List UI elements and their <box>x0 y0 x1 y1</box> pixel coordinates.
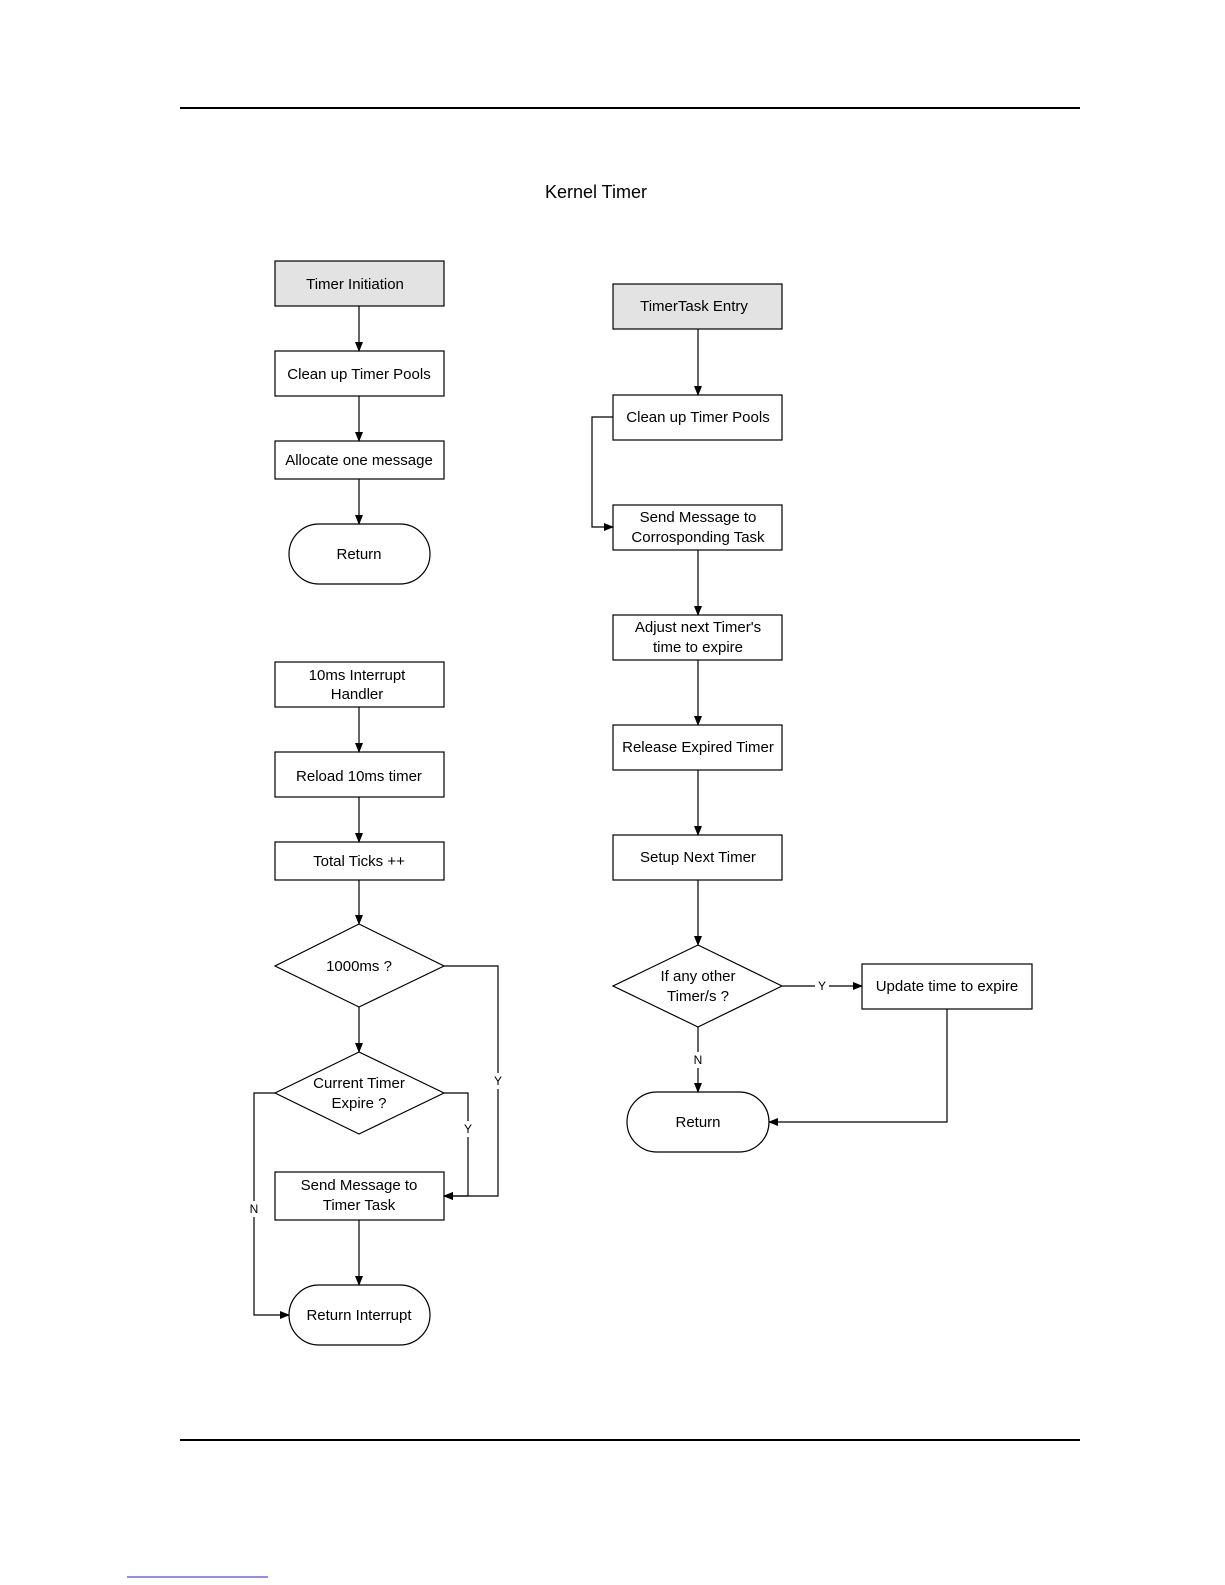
current-timer-expire-line-1: Current Timer <box>313 1075 405 1092</box>
svg-text:Clean up Timer Pools: Clean up Timer Pools <box>626 409 769 426</box>
node-return-interrupt: Return Interrupt <box>288 1284 431 1346</box>
edge-label-any-other-yes: Y <box>818 979 826 993</box>
node-reload-10ms-timer: Reload 10ms timer <box>274 751 445 798</box>
decision-current-timer-expire: Current Timer Expire ? <box>273 1051 446 1135</box>
node-total-ticks: Total Ticks ++ <box>274 841 445 881</box>
any-other-timers-line-1: If any other <box>660 968 735 985</box>
send-to-timer-task-line-1: Send Message to <box>301 1177 418 1194</box>
label-bg-any-other-no <box>691 1052 705 1068</box>
interrupt-handler-line-1: 10ms Interrupt <box>309 667 407 684</box>
svg-text:Release Expired Timer: Release Expired Timer <box>622 739 774 756</box>
current-timer-expire-line-2: Expire ? <box>331 1095 386 1112</box>
edge-label-expire-no: N <box>250 1202 259 1216</box>
node-send-message-to-corrosponding-task: Send Message to Corrosponding Task <box>612 504 783 551</box>
edge-1000ms-yes-to-send <box>443 965 499 1200</box>
svg-text:1000ms ?: 1000ms ? <box>326 958 392 975</box>
node-release-expired-timer: Release Expired Timer <box>612 724 783 771</box>
label-bg-1000ms-yes <box>491 1073 505 1089</box>
node-clean-up-timer-pools-right: Clean up Timer Pools <box>612 394 783 441</box>
node-allocate-one-message: Allocate one message <box>274 440 445 480</box>
node-send-message-to-timer-task: Send Message to Timer Task <box>274 1171 445 1221</box>
send-to-task-line-1: Send Message to <box>640 509 757 526</box>
edge-label-any-other-no: N <box>694 1053 703 1067</box>
any-other-timers-line-2: Timer/s ? <box>667 988 729 1005</box>
svg-text:Timer Initiation: Timer Initiation <box>306 276 404 293</box>
svg-text:Clean up Timer Pools: Clean up Timer Pools <box>287 366 430 383</box>
decision-1000ms: 1000ms ? <box>273 923 446 1008</box>
label-bg-any-other-yes <box>815 978 829 994</box>
svg-text:Update time to expire: Update time to expire <box>876 978 1019 995</box>
interrupt-handler-line-2: Handler <box>331 686 384 703</box>
node-timer-initiation: Timer Initiation <box>274 260 445 307</box>
send-to-task-line-2: Corrosponding Task <box>631 529 765 546</box>
svg-text:Allocate one message: Allocate one message <box>285 452 433 469</box>
node-setup-next-timer: Setup Next Timer <box>612 834 783 881</box>
adjust-next-timer-line-1: Adjust next Timer's <box>635 619 761 636</box>
node-10ms-interrupt-handler: 10ms Interrupt Handler <box>274 661 445 708</box>
svg-text:Return: Return <box>336 546 381 563</box>
send-to-timer-task-line-2: Timer Task <box>323 1197 396 1214</box>
svg-text:Setup Next Timer: Setup Next Timer <box>640 849 756 866</box>
label-bg-expire-yes <box>461 1121 475 1137</box>
svg-text:Total Ticks ++: Total Ticks ++ <box>313 853 405 870</box>
adjust-next-timer-line-2: time to expire <box>653 639 743 656</box>
diagram-title: Kernel Timer <box>545 182 647 202</box>
svg-text:Reload 10ms timer: Reload 10ms timer <box>296 768 422 785</box>
edge-update-to-return <box>768 1009 948 1126</box>
svg-text:TimerTask Entry: TimerTask Entry <box>640 298 748 315</box>
node-clean-up-timer-pools-left: Clean up Timer Pools <box>274 350 445 397</box>
edge-cleanup-to-send <box>591 416 614 531</box>
edge-label-expire-yes: Y <box>464 1122 472 1136</box>
edge-label-1000ms-yes: Y <box>494 1074 502 1088</box>
node-return-right: Return <box>626 1091 770 1153</box>
edge-expire-yes-to-send <box>443 1092 469 1200</box>
node-adjust-next-timer: Adjust next Timer's time to expire <box>612 614 783 661</box>
svg-text:Return Interrupt: Return Interrupt <box>306 1307 412 1324</box>
node-return-left: Return <box>288 523 431 585</box>
decision-any-other-timers: If any other Timer/s ? <box>611 944 784 1028</box>
node-update-time-to-expire: Update time to expire <box>861 963 1033 1010</box>
svg-text:Return: Return <box>675 1114 720 1131</box>
label-bg-expire-no <box>247 1201 261 1217</box>
node-timertask-entry: TimerTask Entry <box>612 283 783 330</box>
